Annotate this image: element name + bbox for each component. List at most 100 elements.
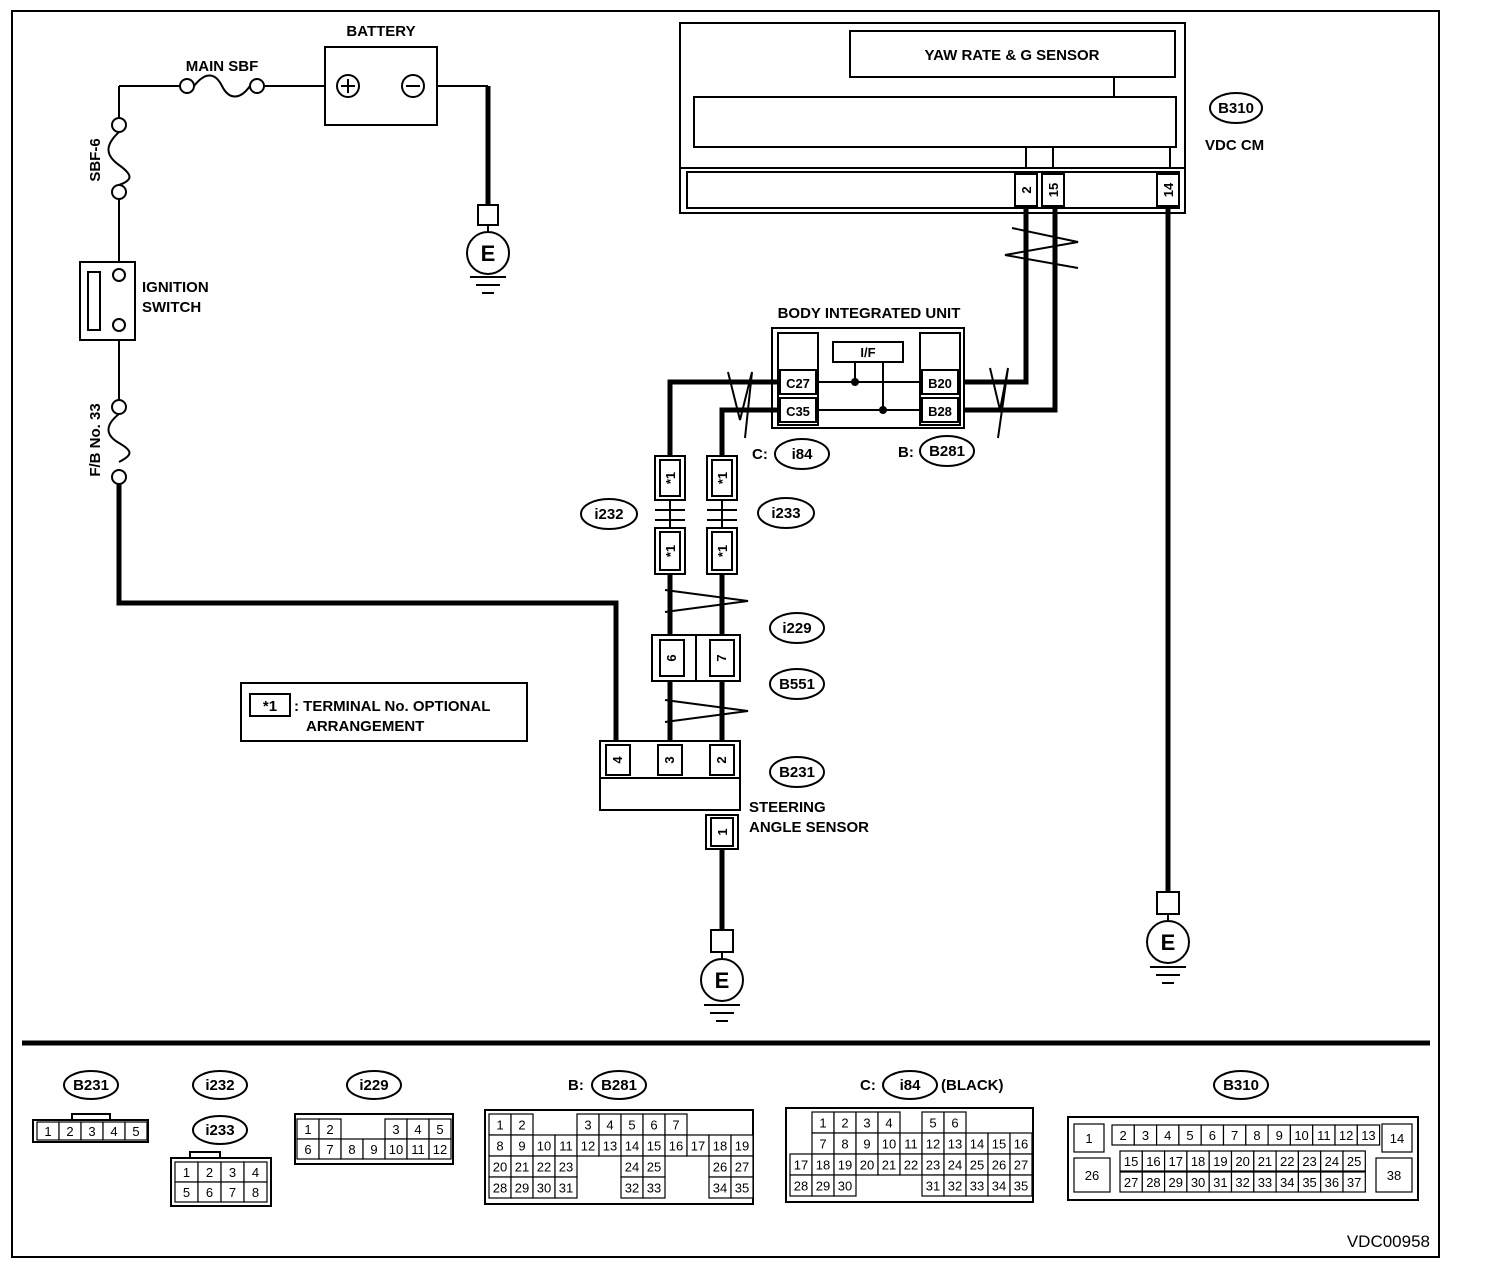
- svg-text:i233: i233: [205, 1122, 234, 1139]
- b310-pin-24-label: 24: [1325, 1154, 1339, 1169]
- b281-pin-22-label: 22: [537, 1160, 551, 1175]
- i229-pin-1-label: 1: [304, 1122, 311, 1137]
- svg-text:i229: i229: [359, 1077, 388, 1094]
- b281-pin-18-label: 18: [713, 1139, 727, 1154]
- svg-text:*1: *1: [663, 472, 678, 484]
- b281-pin-6-label: 6: [650, 1118, 657, 1133]
- i233-face-tag: i233: [192, 1115, 248, 1145]
- b281-pin-15-label: 15: [647, 1139, 661, 1154]
- b281-pin-24-label: 24: [625, 1160, 639, 1175]
- b310-pin-33-label: 33: [1258, 1175, 1272, 1190]
- b310-pin-18-label: 18: [1191, 1154, 1205, 1169]
- can-wire-pin15: [960, 208, 1058, 413]
- b281-pin-1-label: 1: [496, 1118, 503, 1133]
- diagram-frame: [11, 10, 1440, 1258]
- b310-pin-37-label: 37: [1347, 1175, 1361, 1190]
- i84-tag: i84: [774, 438, 830, 470]
- b310-pin-25: [1342, 1150, 1366, 1172]
- main-sbf-fuse: MAIN SBF: [119, 58, 325, 98]
- diagram-code: VDC00958: [1347, 1232, 1430, 1251]
- b231-tag: B231: [769, 756, 825, 788]
- i84-pin-28-label: 28: [794, 1179, 808, 1194]
- b281-pin-19-label: 19: [735, 1139, 749, 1154]
- b310-pin-26-label: 26: [1085, 1168, 1099, 1183]
- ignition-switch: IGNITION SWITCH: [79, 261, 209, 341]
- b310-tag: B310: [1209, 92, 1263, 124]
- b281-pin-32-label: 32: [625, 1181, 639, 1196]
- i84-pin-23-label: 23: [926, 1158, 940, 1173]
- i84-pin-16-label: 16: [1014, 1137, 1028, 1152]
- i84-pin-5-label: 5: [929, 1116, 936, 1131]
- i84-pin-34-label: 34: [992, 1179, 1006, 1194]
- b310-pin-5-label: 5: [1186, 1128, 1193, 1143]
- i84-pin-24-label: 24: [948, 1158, 962, 1173]
- svg-text:i84: i84: [900, 1077, 922, 1094]
- i84-pin-32-label: 32: [948, 1179, 962, 1194]
- b281-pin-34-label: 34: [713, 1181, 727, 1196]
- b281-pin-3-label: 3: [584, 1118, 591, 1133]
- b310-pin-23-label: 23: [1302, 1154, 1316, 1169]
- i229-pin-6-label: 6: [304, 1142, 311, 1157]
- b310-pin-6-label: 6: [1209, 1128, 1216, 1143]
- ground-symbol-sas: E: [700, 929, 744, 1022]
- biu-pin-b20: B20: [928, 376, 952, 391]
- legend-symbol: *1: [263, 698, 277, 715]
- i233-pin-7-label: 7: [229, 1185, 236, 1200]
- b310-pin-27-label: 27: [1124, 1175, 1138, 1190]
- ground-label: E: [481, 241, 496, 266]
- fb33-label: F/B No. 33: [87, 403, 104, 476]
- biu-pin-c27: C27: [786, 376, 810, 391]
- b281-pin-31-label: 31: [559, 1181, 573, 1196]
- b310-pin-38-label: 38: [1387, 1168, 1401, 1183]
- b231-face-tag: B231: [63, 1070, 119, 1100]
- i229-face-tag: i229: [346, 1070, 402, 1100]
- i84-pin-15-label: 15: [992, 1137, 1006, 1152]
- svg-text:B310: B310: [1223, 1077, 1259, 1094]
- i84-pin-22-label: 22: [904, 1158, 918, 1173]
- b281-pin-33-label: 33: [647, 1181, 661, 1196]
- b231-pin-2-label: 2: [66, 1124, 73, 1139]
- b310-pin-14: [1381, 1123, 1413, 1153]
- svg-text:B310: B310: [1218, 100, 1254, 117]
- if-label: I/F: [860, 345, 875, 360]
- b281-pin-14-label: 14: [625, 1139, 639, 1154]
- sbf6-label: SBF-6: [87, 138, 104, 181]
- b281-pin-2-label: 2: [518, 1118, 525, 1133]
- steering-angle-sensor: 4 3 2 1: [599, 740, 741, 850]
- svg-text:*1: *1: [663, 545, 678, 557]
- svg-text:B281: B281: [601, 1077, 637, 1094]
- i84-pin-20-label: 20: [860, 1158, 874, 1173]
- i84-pin-8-label: 8: [841, 1137, 848, 1152]
- b281-pin-10-label: 10: [537, 1139, 551, 1154]
- b310-pin-37: [1342, 1171, 1366, 1193]
- b231-pin-3-label: 3: [88, 1124, 95, 1139]
- b310-pin-22-label: 22: [1280, 1154, 1294, 1169]
- ignition-feed-wire: [116, 484, 619, 742]
- ignition-label-2: SWITCH: [142, 299, 201, 316]
- b281-face-tag: B281: [591, 1070, 647, 1100]
- b310-pin-16-label: 16: [1146, 1154, 1160, 1169]
- b231-pin-4-label: 4: [110, 1124, 117, 1139]
- battery: BATTERY: [324, 23, 438, 126]
- vdc-cm-label: VDC CM: [1205, 137, 1264, 154]
- b310-pin-35-label: 35: [1302, 1175, 1316, 1190]
- b281-pin-12-label: 12: [581, 1139, 595, 1154]
- i84-pin-35: [1009, 1174, 1033, 1197]
- vdc-cm: YAW RATE & G SENSOR 2 15 14: [679, 22, 1186, 214]
- svg-text:*1: *1: [715, 472, 730, 484]
- b310-pin-34-label: 34: [1280, 1175, 1294, 1190]
- ignition-label-1: IGNITION: [142, 279, 209, 296]
- b310-pin-10-label: 10: [1294, 1128, 1308, 1143]
- vdc-pin-2: 2: [1019, 186, 1034, 193]
- b310-pin-36-label: 36: [1325, 1175, 1339, 1190]
- b281-pin-21-label: 21: [515, 1160, 529, 1175]
- i233-pin-6-label: 6: [206, 1185, 213, 1200]
- c-prefix-face: C:: [860, 1077, 876, 1094]
- svg-text:B231: B231: [73, 1077, 109, 1094]
- svg-text:*1: *1: [715, 545, 730, 557]
- ground-symbol-vdc: E: [1146, 891, 1190, 984]
- i229-pin-8-label: 8: [348, 1142, 355, 1157]
